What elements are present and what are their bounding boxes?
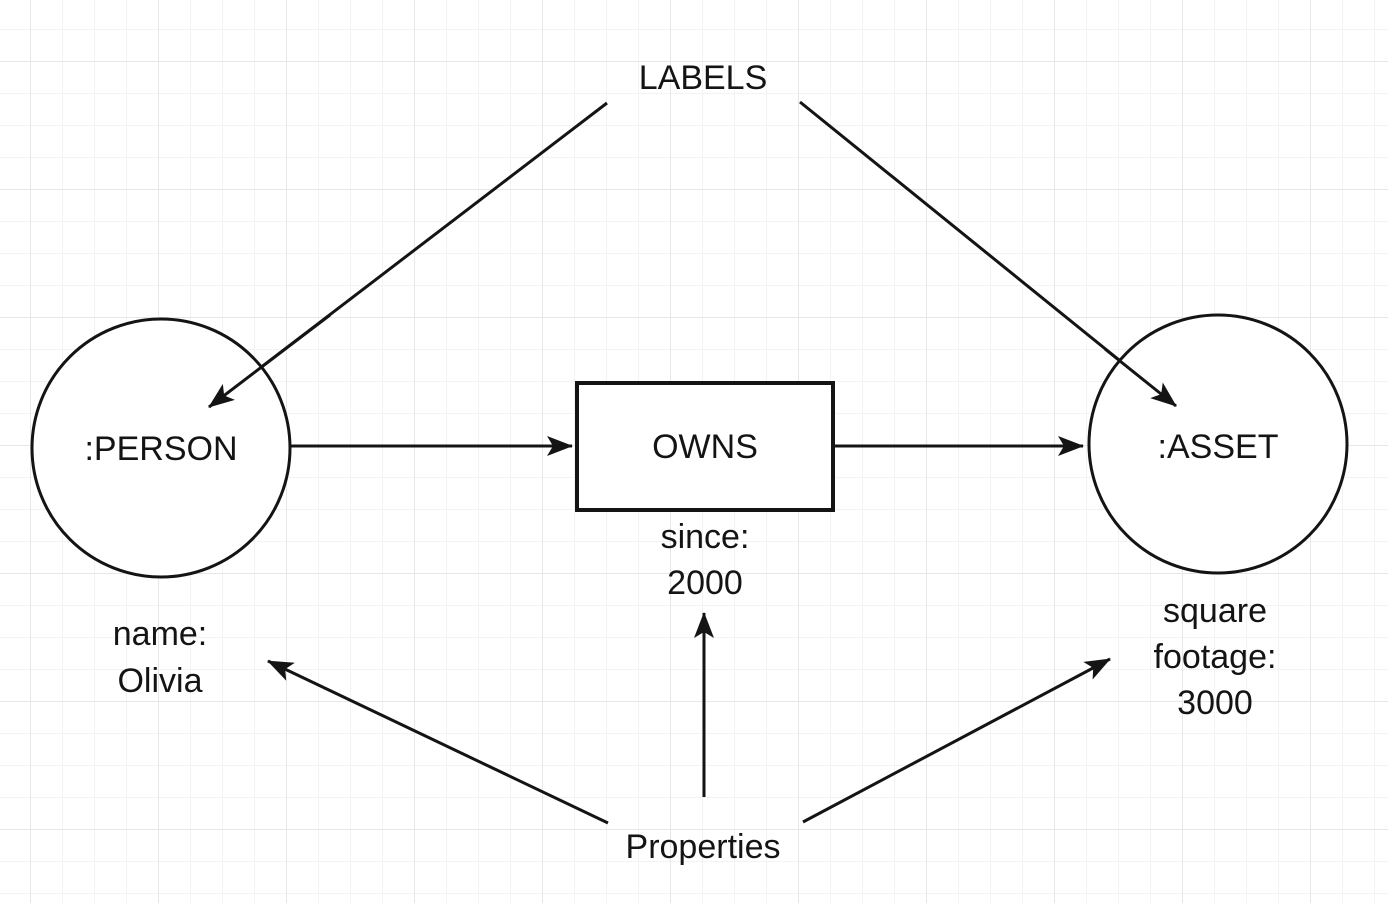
asset-node-label: :ASSET	[1158, 428, 1279, 466]
properties-annotation-title: Properties	[626, 828, 781, 866]
person-property-key: name:	[113, 615, 208, 653]
owns-relationship-box	[575, 381, 835, 512]
asset-property-value: 3000	[1177, 684, 1253, 722]
person-node-circle	[30, 317, 292, 579]
asset-property-key-line2: footage:	[1154, 638, 1277, 676]
labels-annotation-title: LABELS	[639, 59, 768, 97]
owns-relationship-label: OWNS	[652, 428, 758, 466]
arrow-properties-to-person-property	[267, 659, 609, 825]
arrow-labels-to-asset-tip	[1104, 347, 1177, 408]
arrow-labels-to-person-tip	[208, 313, 331, 409]
person-node-label: :PERSON	[84, 430, 237, 468]
asset-node-circle	[1087, 313, 1349, 575]
relationship-property-value: 2000	[667, 564, 743, 602]
asset-property-key-line1: square	[1163, 592, 1267, 630]
person-property-value: Olivia	[117, 662, 202, 700]
arrow-properties-to-asset-property	[802, 657, 1111, 824]
relationship-property-key: since:	[661, 518, 750, 556]
